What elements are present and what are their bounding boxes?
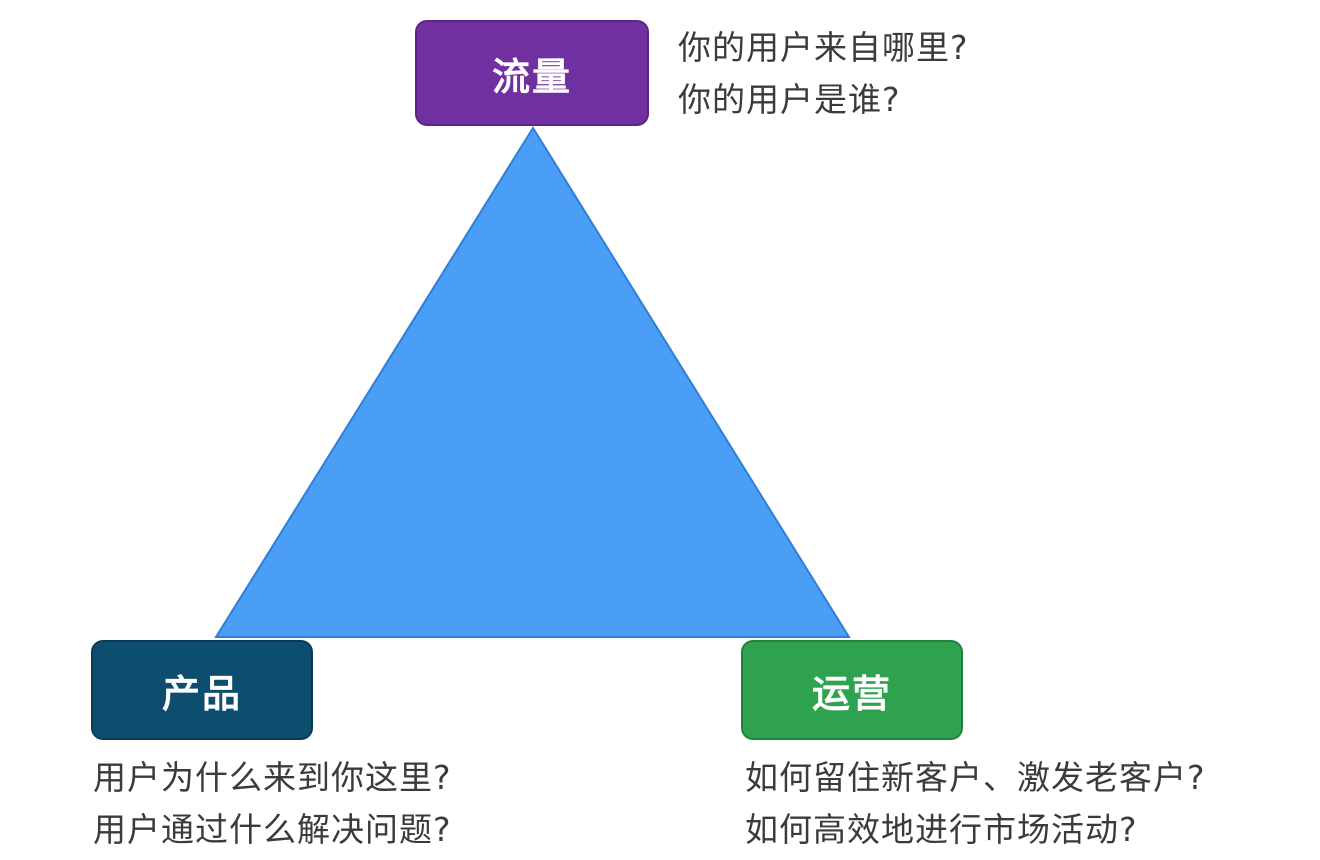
product-question-2: 用户通过什么解决问题?	[93, 810, 452, 849]
operations-question-1: 如何留住新客户、激发老客户?	[745, 758, 1206, 797]
operations-questions: 如何留住新客户、激发老客户? 如何高效地进行市场活动?	[745, 752, 1206, 856]
node-product: 产品	[91, 640, 313, 740]
product-questions: 用户为什么来到你这里? 用户通过什么解决问题?	[93, 752, 452, 856]
traffic-question-2: 你的用户是谁?	[678, 80, 901, 119]
triangle-shape	[214, 126, 851, 638]
node-traffic: 流量	[415, 20, 649, 126]
traffic-question-1: 你的用户来自哪里?	[678, 28, 969, 67]
traffic-questions: 你的用户来自哪里? 你的用户是谁?	[678, 22, 969, 126]
node-product-label: 产品	[161, 671, 242, 716]
node-operations: 运营	[741, 640, 963, 740]
node-operations-label: 运营	[811, 671, 892, 716]
node-traffic-label: 流量	[491, 54, 572, 99]
product-question-1: 用户为什么来到你这里?	[93, 758, 452, 797]
operations-question-2: 如何高效地进行市场活动?	[745, 810, 1138, 849]
